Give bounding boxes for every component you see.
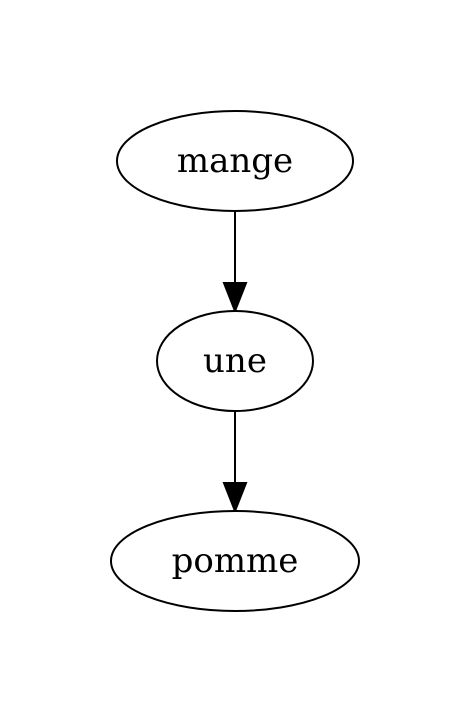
node-ellipse xyxy=(116,110,354,212)
node-label: une xyxy=(203,341,267,381)
node-label: mange xyxy=(177,141,293,181)
edge-arrowhead xyxy=(222,282,248,314)
node-label: pomme xyxy=(172,541,299,581)
node-une: une xyxy=(156,310,314,412)
node-ellipse xyxy=(156,310,314,412)
edge-une-pomme xyxy=(222,411,248,514)
node-mange: mange xyxy=(116,110,354,212)
edge-mange-une xyxy=(222,211,248,314)
node-pomme: pomme xyxy=(110,510,360,612)
edge-arrowhead xyxy=(222,482,248,514)
node-ellipse xyxy=(110,510,360,612)
